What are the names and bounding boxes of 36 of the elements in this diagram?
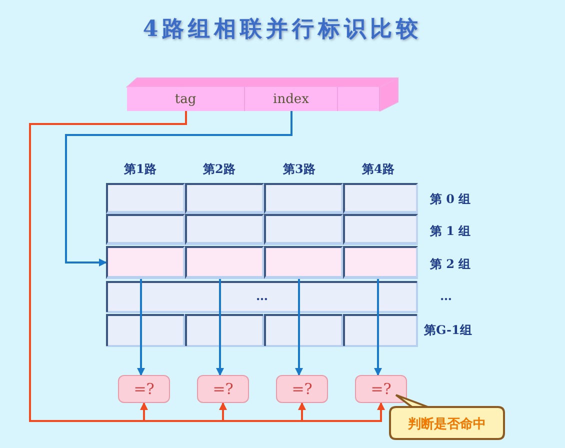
- cache-line-cell: [106, 214, 185, 245]
- arrow: [65, 111, 292, 266]
- address-segment: [338, 87, 380, 111]
- column-label: 第4路: [362, 161, 394, 178]
- callout-bubble: 判断是否命中: [388, 393, 506, 441]
- address-field: tag: [127, 87, 245, 111]
- row-label: …: [256, 289, 268, 303]
- arrow: [137, 279, 145, 376]
- cache-line-cell: [106, 183, 185, 214]
- arrow: [295, 279, 303, 376]
- address-field: index: [245, 87, 338, 111]
- comparator-box: =?: [355, 375, 407, 403]
- comparator-box: =?: [276, 375, 328, 403]
- cache-line-cell: [185, 214, 264, 245]
- cache-line-cell: [264, 246, 343, 279]
- cache-line-cell: [264, 183, 343, 214]
- column-label: 第1路: [124, 161, 156, 178]
- comparator-box: =?: [197, 375, 249, 403]
- row-label: 第 1 组: [430, 223, 471, 240]
- row-label: …: [440, 289, 452, 303]
- row-label: 第 2 组: [430, 256, 471, 273]
- comparator-box: =?: [118, 375, 170, 403]
- arrow: [216, 279, 224, 376]
- row-label: 第G-1组: [424, 322, 472, 339]
- cache-line-cell: [185, 183, 264, 214]
- cache-line-cell: [343, 246, 418, 279]
- cache-line-cell: [343, 183, 418, 214]
- column-label: 第3路: [283, 161, 316, 178]
- cache-line-cell: [185, 246, 264, 279]
- column-label: 第2路: [203, 161, 236, 178]
- cache-line-cell: [264, 214, 343, 245]
- row-label: 第 0 组: [430, 191, 471, 208]
- cache-line-cell: [106, 246, 185, 279]
- arrow: [374, 279, 382, 376]
- title: 4路组相联并行标识比较: [142, 15, 424, 44]
- cache-line-cell: [343, 214, 418, 245]
